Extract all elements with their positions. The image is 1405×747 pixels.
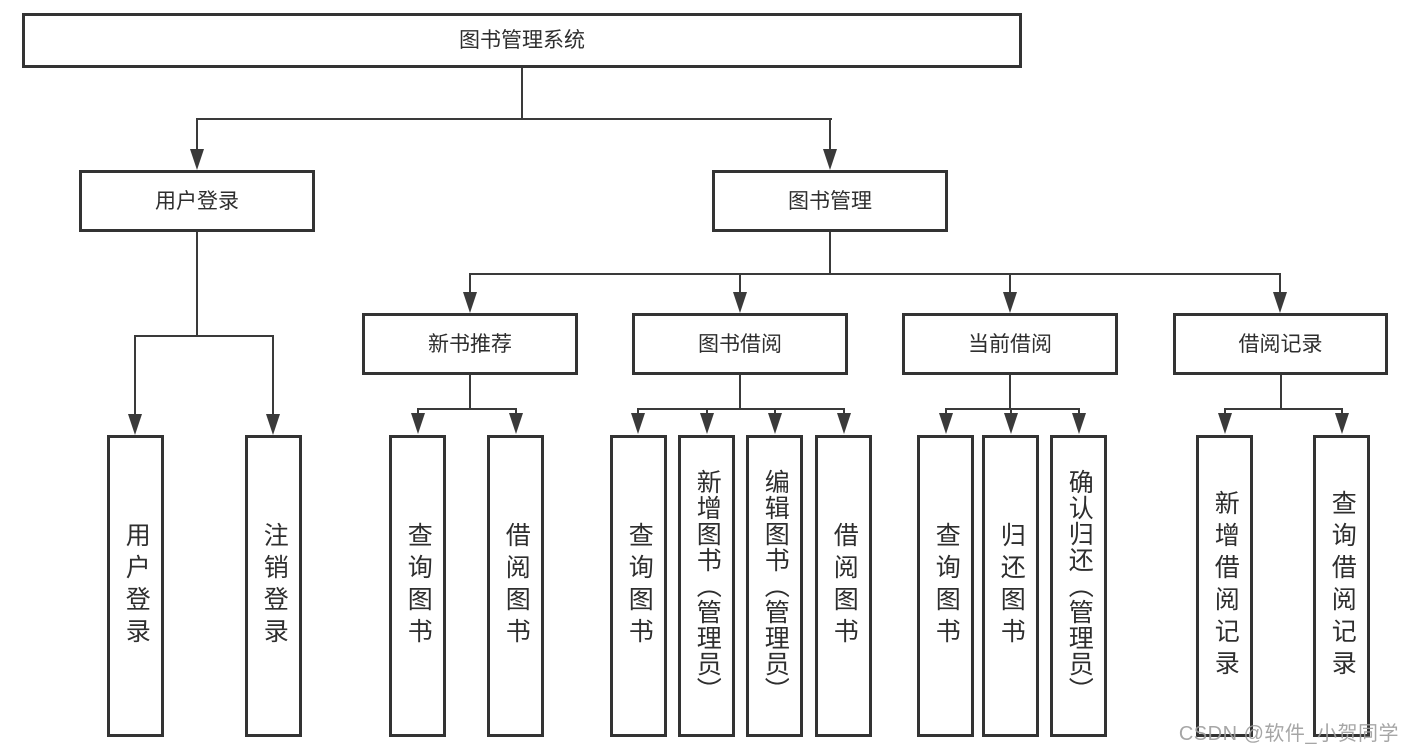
connector <box>469 273 1281 275</box>
connector <box>739 375 741 410</box>
node-label: 查询图书 <box>932 522 961 650</box>
connector <box>1009 275 1011 293</box>
connector <box>829 232 831 275</box>
arrowhead-down-icon <box>823 149 837 170</box>
node-label: 查询图书 <box>404 522 433 650</box>
connector <box>196 118 832 120</box>
node-user-login-branch: 用户登录 <box>79 170 315 232</box>
arrowhead-down-icon <box>1335 413 1349 434</box>
connector <box>469 375 471 410</box>
node-label: 用户登录 <box>155 189 239 213</box>
arrowhead-down-icon <box>509 413 523 434</box>
arrowhead-down-icon <box>190 149 204 170</box>
node-confirm-return-admin: 确认归还（管理员） <box>1050 435 1107 737</box>
node-add-books-admin: 新增图书（管理员） <box>678 435 735 737</box>
arrowhead-down-icon <box>411 413 425 434</box>
arrowhead-down-icon <box>1072 413 1086 434</box>
node-system-root: 图书管理系统 <box>22 13 1022 68</box>
connector <box>134 337 136 415</box>
node-new-book-recommend: 新书推荐 <box>362 313 578 375</box>
node-borrow-books-recommend: 借阅图书 <box>487 435 544 737</box>
csdn-watermark: CSDN @软件_小贺同学 <box>1178 723 1399 745</box>
node-borrow-books: 借阅图书 <box>815 435 872 737</box>
connector <box>637 408 845 410</box>
node-label: 查询借阅记录 <box>1328 490 1357 682</box>
node-query-borrow-record: 查询借阅记录 <box>1313 435 1370 737</box>
arrowhead-down-icon <box>631 413 645 434</box>
connector <box>196 232 198 337</box>
node-label: 注销登录 <box>260 522 289 650</box>
arrowhead-down-icon <box>733 292 747 313</box>
connector <box>829 120 831 152</box>
arrowhead-down-icon <box>768 413 782 434</box>
node-label: 借阅图书 <box>502 522 531 650</box>
arrowhead-down-icon <box>1004 413 1018 434</box>
connector <box>1224 408 1343 410</box>
arrowhead-down-icon <box>463 292 477 313</box>
node-book-management-branch: 图书管理 <box>712 170 948 232</box>
node-label: 图书借阅 <box>698 332 782 356</box>
connector <box>739 275 741 293</box>
connector <box>1009 375 1011 410</box>
node-query-books-recommend: 查询图书 <box>389 435 446 737</box>
connector <box>196 120 198 152</box>
node-return-books: 归还图书 <box>982 435 1039 737</box>
connector <box>945 408 1080 410</box>
node-query-books-current: 查询图书 <box>917 435 974 737</box>
node-label: 新书推荐 <box>428 332 512 356</box>
connector <box>469 275 471 293</box>
node-current-borrowing: 当前借阅 <box>902 313 1118 375</box>
node-label: 编辑图书（管理员） <box>761 469 790 703</box>
node-label: 图书管理系统 <box>459 29 585 52</box>
node-label: 当前借阅 <box>968 332 1052 356</box>
node-borrowing-records: 借阅记录 <box>1173 313 1388 375</box>
connector <box>134 335 274 337</box>
arrowhead-down-icon <box>1003 292 1017 313</box>
node-book-borrowing: 图书借阅 <box>632 313 848 375</box>
arrowhead-down-icon <box>266 414 280 435</box>
node-add-borrow-record: 新增借阅记录 <box>1196 435 1253 737</box>
node-label: 图书管理 <box>788 189 872 213</box>
node-label: 新增借阅记录 <box>1211 490 1240 682</box>
node-query-books-borrowing: 查询图书 <box>610 435 667 737</box>
connector <box>1280 375 1282 410</box>
connector <box>1279 275 1281 293</box>
connector <box>521 68 523 118</box>
node-label: 新增图书（管理员） <box>693 469 722 703</box>
connector <box>272 337 274 415</box>
arrowhead-down-icon <box>939 413 953 434</box>
arrowhead-down-icon <box>837 413 851 434</box>
node-label: 确认归还（管理员） <box>1065 469 1094 703</box>
node-label: 查询图书 <box>625 522 654 650</box>
node-logout: 注销登录 <box>245 435 302 737</box>
node-label: 借阅图书 <box>830 522 859 650</box>
arrowhead-down-icon <box>700 413 714 434</box>
node-label: 借阅记录 <box>1238 332 1323 356</box>
arrowhead-down-icon <box>1218 413 1232 434</box>
node-edit-books-admin: 编辑图书（管理员） <box>746 435 803 737</box>
node-label: 归还图书 <box>997 522 1026 650</box>
arrowhead-down-icon <box>1273 292 1287 313</box>
arrowhead-down-icon <box>128 414 142 435</box>
node-user-login: 用户登录 <box>107 435 164 737</box>
connector <box>417 408 517 410</box>
node-label: 用户登录 <box>122 522 151 650</box>
